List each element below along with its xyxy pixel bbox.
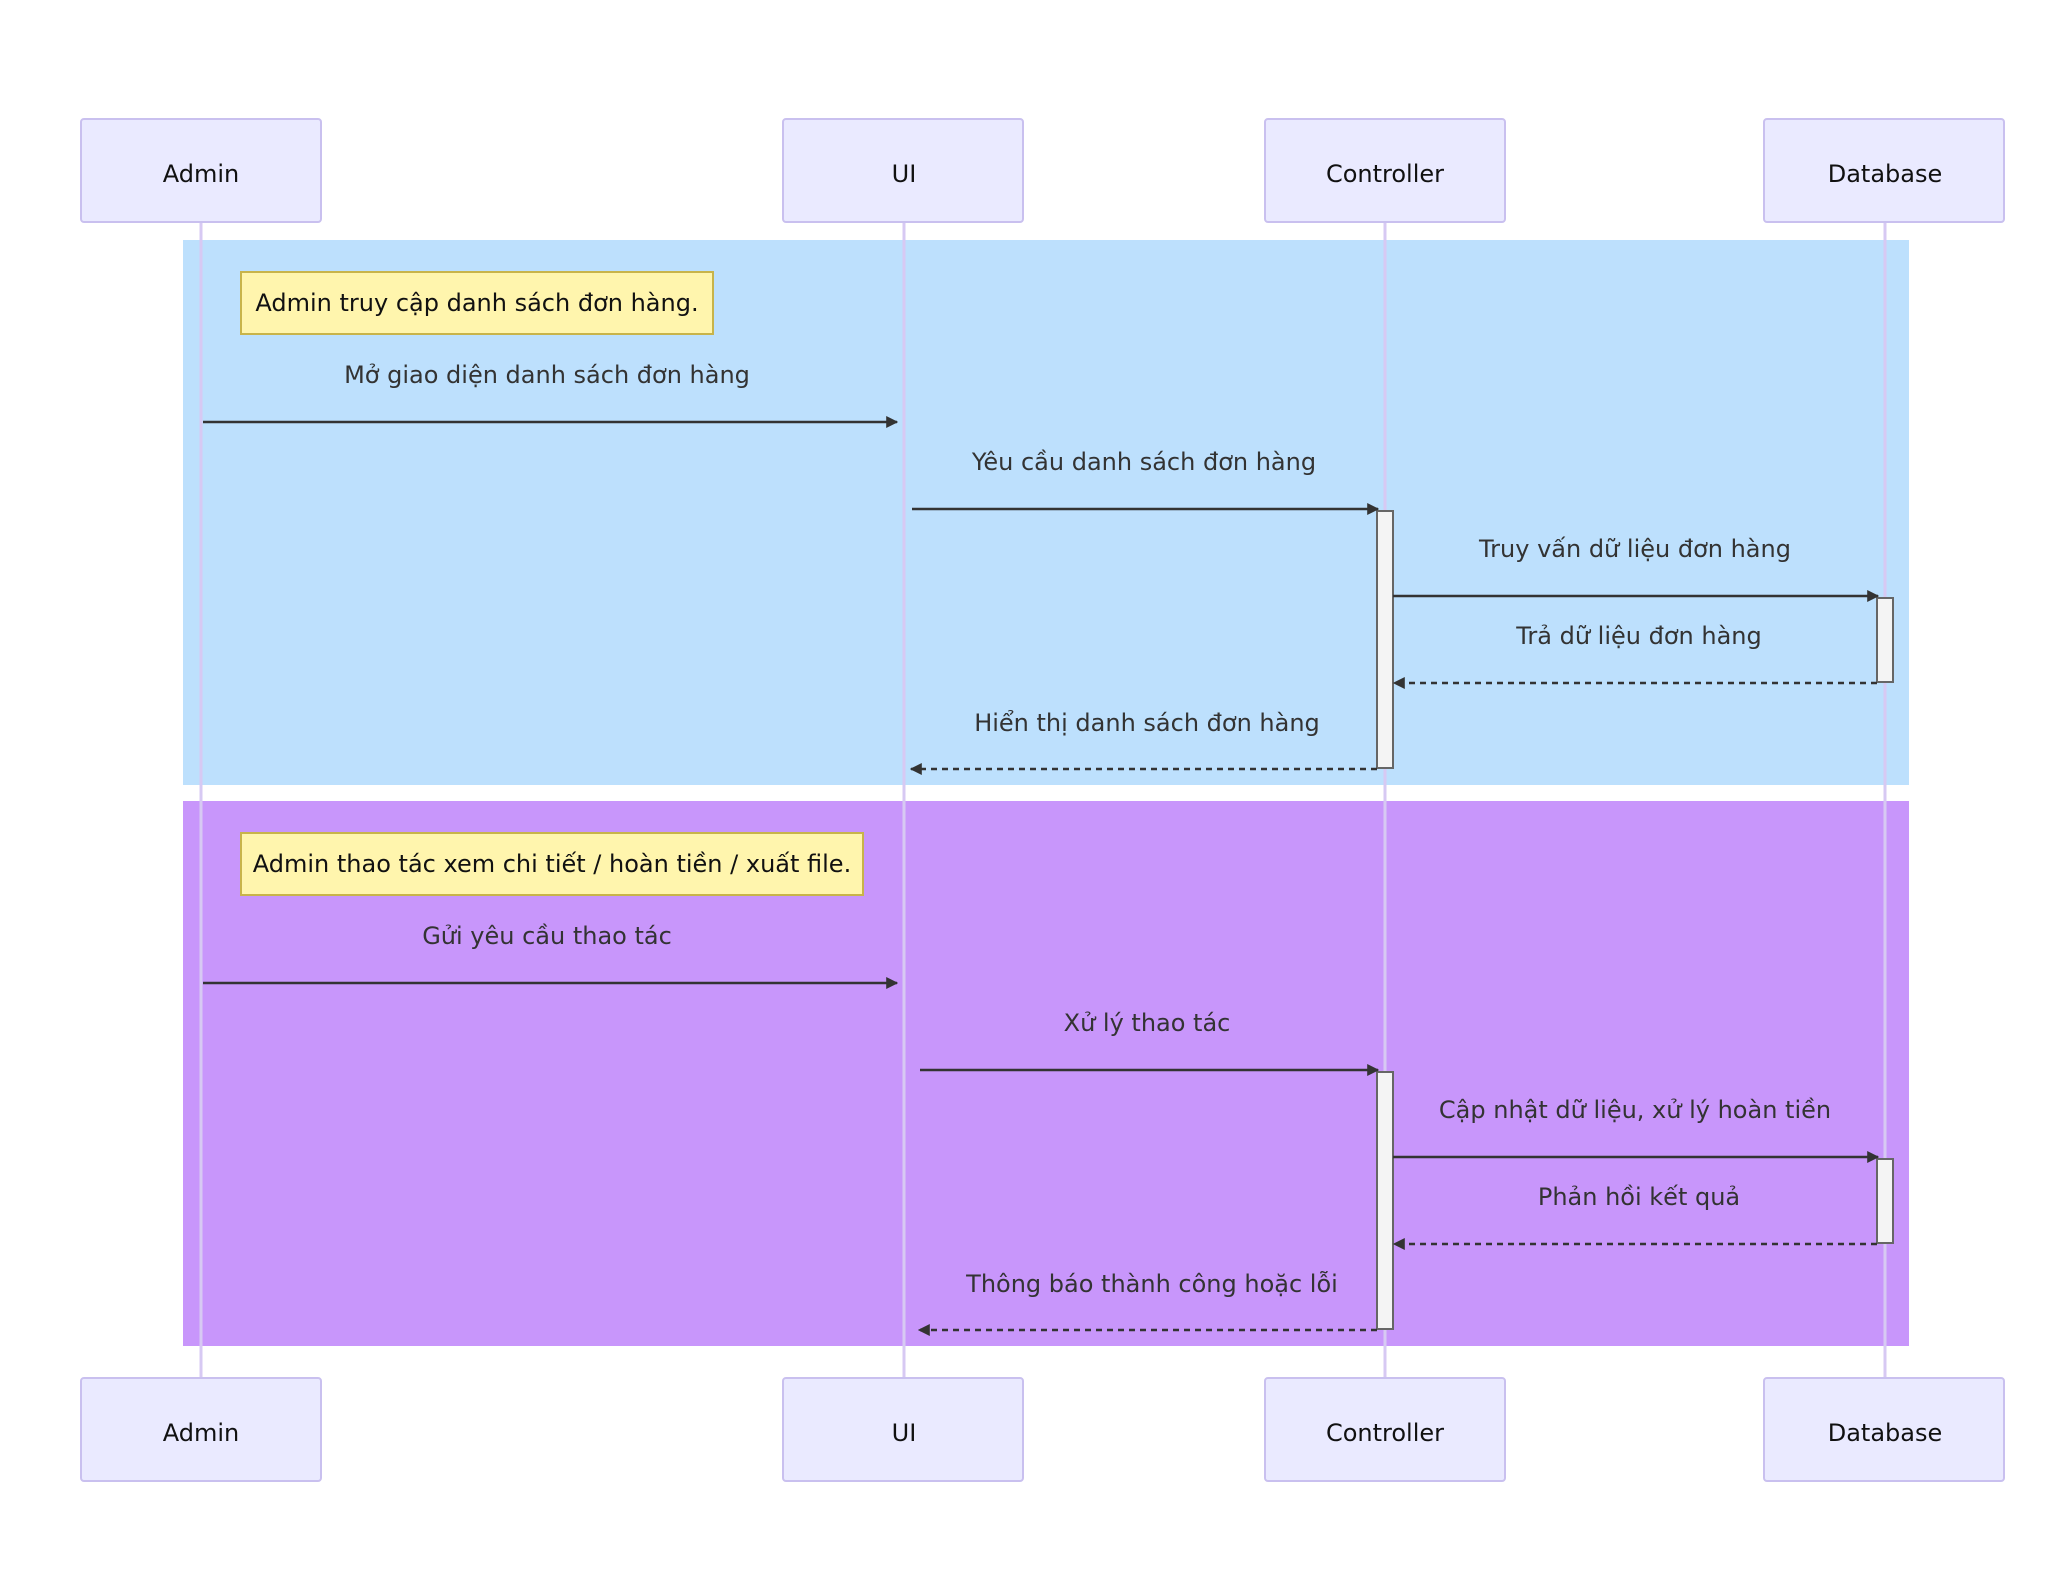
note-group-1: Admin truy cập danh sách đơn hàng.	[240, 271, 714, 335]
message-2-2: Xử lý thao tác	[920, 1009, 1380, 1076]
message-label: Gửi yêu cầu thao tác	[422, 922, 672, 950]
message-label: Cập nhật dữ liệu, xử lý hoàn tiền	[1439, 1096, 1831, 1124]
message-label: Thông báo thành công hoặc lỗi	[965, 1269, 1338, 1298]
participant-label: UI	[892, 1419, 917, 1447]
message-2-3: Cập nhật dữ liệu, xử lý hoàn tiền	[1393, 1096, 1880, 1163]
message-2-4: Phản hồi kết quả	[1392, 1183, 1877, 1250]
activation-bar-database-2	[1876, 1158, 1894, 1244]
participant-label: Controller	[1326, 160, 1444, 188]
participant-controller-top: Controller	[1264, 118, 1506, 223]
activation-bar-controller-1	[1376, 510, 1394, 769]
participant-database-bottom: Database	[1763, 1377, 2005, 1482]
message-label: Phản hồi kết quả	[1538, 1183, 1740, 1211]
participant-ui-top: UI	[782, 118, 1024, 223]
participant-admin-bottom: Admin	[80, 1377, 322, 1482]
message-1-1: Mở giao diện danh sách đơn hàng	[203, 361, 899, 428]
message-1-5: Hiển thị danh sách đơn hàng	[909, 709, 1377, 775]
participant-label: Controller	[1326, 1419, 1444, 1447]
participant-controller-bottom: Controller	[1264, 1377, 1506, 1482]
message-label: Xử lý thao tác	[1064, 1009, 1231, 1037]
message-2-1: Gửi yêu cầu thao tác	[203, 922, 899, 989]
message-1-3: Truy vấn dữ liệu đơn hàng	[1393, 535, 1880, 602]
message-1-2: Yêu cầu danh sách đơn hàng	[912, 448, 1380, 515]
note-text: Admin truy cập danh sách đơn hàng.	[255, 289, 698, 317]
participant-ui-bottom: UI	[782, 1377, 1024, 1482]
participant-label: Admin	[163, 1419, 240, 1447]
message-label: Truy vấn dữ liệu đơn hàng	[1478, 535, 1791, 563]
participant-label: Database	[1828, 1419, 1943, 1447]
activation-bar-database-1	[1876, 597, 1894, 683]
message-label: Yêu cầu danh sách đơn hàng	[971, 448, 1316, 476]
participant-admin-top: Admin	[80, 118, 322, 223]
message-label: Hiển thị danh sách đơn hàng	[974, 709, 1320, 737]
participant-label: Admin	[163, 160, 240, 188]
message-2-5: Thông báo thành công hoặc lỗi	[917, 1269, 1377, 1336]
message-label: Mở giao diện danh sách đơn hàng	[344, 361, 750, 389]
participant-database-top: Database	[1763, 118, 2005, 223]
activation-bar-controller-2	[1376, 1071, 1394, 1330]
note-group-2: Admin thao tác xem chi tiết / hoàn tiền …	[240, 832, 864, 896]
participant-label: UI	[892, 160, 917, 188]
message-label: Trả dữ liệu đơn hàng	[1515, 622, 1761, 650]
message-1-4: Trả dữ liệu đơn hàng	[1392, 622, 1877, 689]
note-text: Admin thao tác xem chi tiết / hoàn tiền …	[253, 850, 851, 878]
participant-label: Database	[1828, 160, 1943, 188]
